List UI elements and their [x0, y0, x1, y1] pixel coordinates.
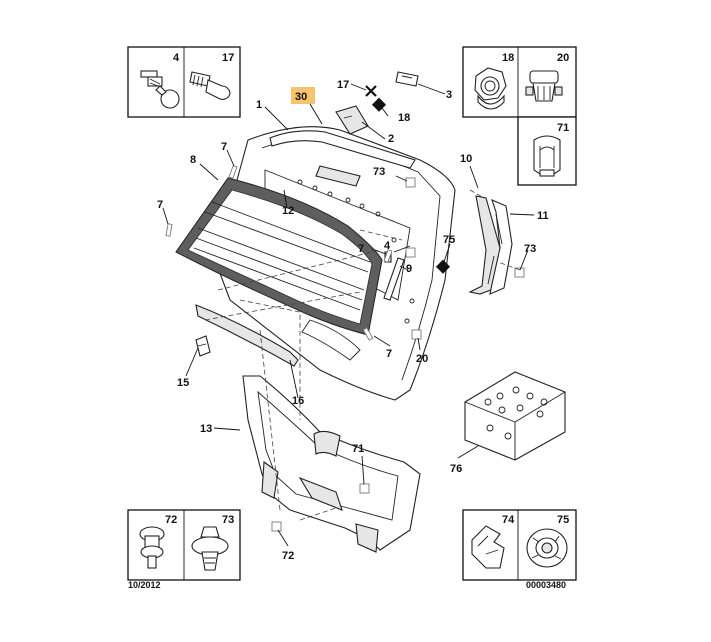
highlight-callout-30: 30: [291, 87, 323, 125]
inset-label-75: 75: [557, 514, 569, 526]
side-seal: [468, 195, 513, 295]
trim-strip: [195, 304, 299, 367]
callout-7d: 7: [386, 348, 392, 360]
callout-11: 11: [537, 210, 549, 222]
callout-7a: 7: [221, 141, 227, 153]
footer-ref: 00003480: [526, 580, 566, 590]
inset-top-left: 4 17: [127, 46, 241, 118]
inset-label-71: 71: [557, 122, 569, 134]
footer-date: 10/2012: [128, 580, 161, 590]
leader-lines: [162, 83, 535, 547]
inset-bottom-left: 72 73: [127, 509, 241, 581]
callout-17: 17: [337, 79, 349, 91]
inset-bottom-right: 74 75: [462, 509, 577, 581]
cross-bolt-icon: [365, 85, 377, 97]
ball-stud-icon: [140, 70, 180, 109]
callout-1: 1: [256, 99, 262, 111]
callout-7c: 7: [358, 243, 364, 255]
spring-clip-icon: [533, 135, 561, 177]
inset-label-17: 17: [222, 52, 234, 64]
callout-10: 10: [460, 153, 472, 165]
callout-76: 76: [450, 463, 462, 475]
reference-squares: [165, 97, 525, 532]
callout-8: 8: [190, 154, 196, 166]
callout-13: 13: [200, 423, 212, 435]
inset-top-right: 18 20 71: [462, 46, 577, 186]
clip-3: [395, 71, 419, 87]
callout-18: 18: [398, 112, 410, 124]
grommet-icon: [526, 528, 568, 568]
bracket-15: [195, 335, 211, 357]
inset-label-72: 72: [165, 514, 177, 526]
callout-12: 12: [282, 205, 294, 217]
callout-4: 4: [384, 240, 391, 252]
callout-2: 2: [388, 133, 394, 145]
callout-72: 72: [282, 550, 294, 562]
nut-icon: [474, 67, 507, 110]
rivet-clip-icon: [139, 526, 165, 569]
callout-labels: 1 2 3 4 7 7 7 7 8 9 10 11 12 13 15 16 17…: [157, 79, 549, 562]
highlight-label: 30: [295, 91, 307, 103]
assembly-lines: [204, 189, 521, 521]
callout-15: 15: [177, 377, 189, 389]
callout-73b: 73: [524, 243, 536, 255]
inset-label-74: 74: [502, 514, 515, 526]
callout-73a: 73: [373, 166, 385, 178]
callout-20: 20: [416, 353, 428, 365]
inset-label-20: 20: [557, 52, 569, 64]
mount-holes: [297, 179, 415, 324]
callout-7b: 7: [157, 199, 163, 211]
inset-label-18: 18: [502, 52, 514, 64]
screw-icon: [189, 71, 231, 100]
callout-75: 75: [443, 234, 455, 246]
callout-71: 71: [352, 443, 364, 455]
fir-tree-clip-icon: [191, 526, 229, 571]
inset-label-73: 73: [222, 514, 234, 526]
push-clip-icon: [525, 70, 563, 102]
callout-16: 16: [292, 395, 304, 407]
hardware-kit: [464, 371, 566, 461]
callout-3: 3: [446, 89, 452, 101]
callout-9: 9: [406, 263, 412, 275]
clamp-clip-icon: [471, 525, 505, 569]
inner-trim-panel: [242, 375, 421, 553]
inset-label-4: 4: [173, 52, 180, 64]
